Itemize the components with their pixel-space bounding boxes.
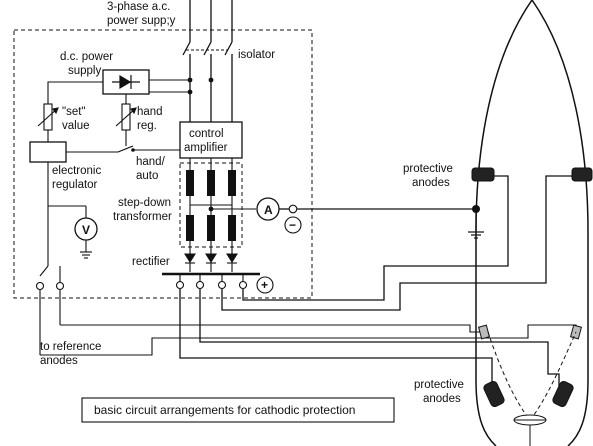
anode-cables [179, 175, 572, 389]
set-value-resistor [37, 103, 59, 131]
protective-anodes-lower [483, 380, 574, 408]
anode-terminal-stubs [179, 274, 244, 282]
regulator-wiring [39, 145, 180, 355]
ref-terminal-right [55, 281, 65, 291]
caption-box [81, 397, 395, 423]
supply-junction-dots [187, 77, 214, 95]
dc-supply-wiring [47, 79, 190, 146]
hand-reg-resistor [115, 103, 137, 131]
transformer-star-point [208, 206, 214, 212]
protective-anodes-top-line2: anodes [412, 177, 450, 189]
amplifier-label-line1: control [189, 128, 224, 140]
hull-dashed-contour [487, 331, 577, 421]
transformer-wiring [189, 158, 256, 258]
reference-label-line2: anodes [40, 355, 78, 367]
set-value-label-line1: "set" [62, 106, 86, 118]
plus-symbol-circle [256, 276, 274, 294]
rectifier-label: rectifier [132, 256, 170, 268]
voltmeter-label: V [82, 223, 90, 237]
stepdown-label-line2: transformer [113, 211, 172, 223]
minus-symbol-circle [284, 216, 302, 234]
dc-supply-label-line1: d.c. power [60, 51, 113, 63]
negative-terminal [288, 204, 298, 214]
reference-anode-cables [40, 324, 577, 356]
protective-anodes-upper [471, 167, 593, 182]
diode-symbol [112, 74, 140, 90]
voltmeter [74, 217, 98, 241]
ref-terminal-left [35, 281, 45, 291]
hand-reg-label-line2: reg. [137, 120, 157, 132]
amplifier-label-line2: amplifier [184, 142, 228, 154]
reference-label-line1: to reference [40, 341, 101, 353]
supply-label-line1: 3-phase a.c. [107, 1, 170, 13]
reference-anodes [477, 324, 583, 340]
dc-supply-label-line2: supply [68, 65, 101, 77]
plus-sign: + [261, 278, 268, 292]
rectifier-wiring [189, 263, 233, 272]
hand-reg-label-line1: hand [137, 106, 163, 118]
isolator-switch [182, 41, 233, 56]
negative-line [279, 208, 477, 232]
set-value-label-line2: value [62, 120, 90, 132]
protective-anodes-bottom-line1: protective [414, 379, 464, 391]
electronic-regulator-box [29, 141, 67, 163]
stepdown-label-line1: step-down [118, 197, 171, 209]
caption-text: basic circuit arrangements for cathodic … [94, 403, 355, 417]
minus-sign: − [289, 218, 296, 232]
regulator-label-line2: regulator [52, 179, 98, 191]
rectifier-diodes [184, 253, 238, 264]
isolator-label: isolator [238, 49, 275, 61]
ammeter-label: A [264, 203, 273, 217]
transformer-windings [186, 170, 236, 241]
hand-auto-label-line2: auto [136, 170, 158, 182]
regulator-label-line1: electronic [52, 165, 101, 177]
ship-hull [475, 0, 589, 446]
hand-auto-switch-pivot [131, 148, 135, 152]
hand-auto-label-line1: hand/ [136, 156, 166, 168]
protective-anodes-bottom-line2: anodes [423, 393, 461, 405]
control-amplifier-box [179, 121, 243, 159]
protective-anodes-top-line1: protective [403, 163, 453, 175]
anode-terminals [175, 280, 248, 290]
supply-label-line2: power supp;y [107, 15, 176, 27]
three-phase-supply-lines [189, 0, 233, 122]
propeller [513, 414, 547, 446]
control-panel-boundary [13, 29, 313, 299]
